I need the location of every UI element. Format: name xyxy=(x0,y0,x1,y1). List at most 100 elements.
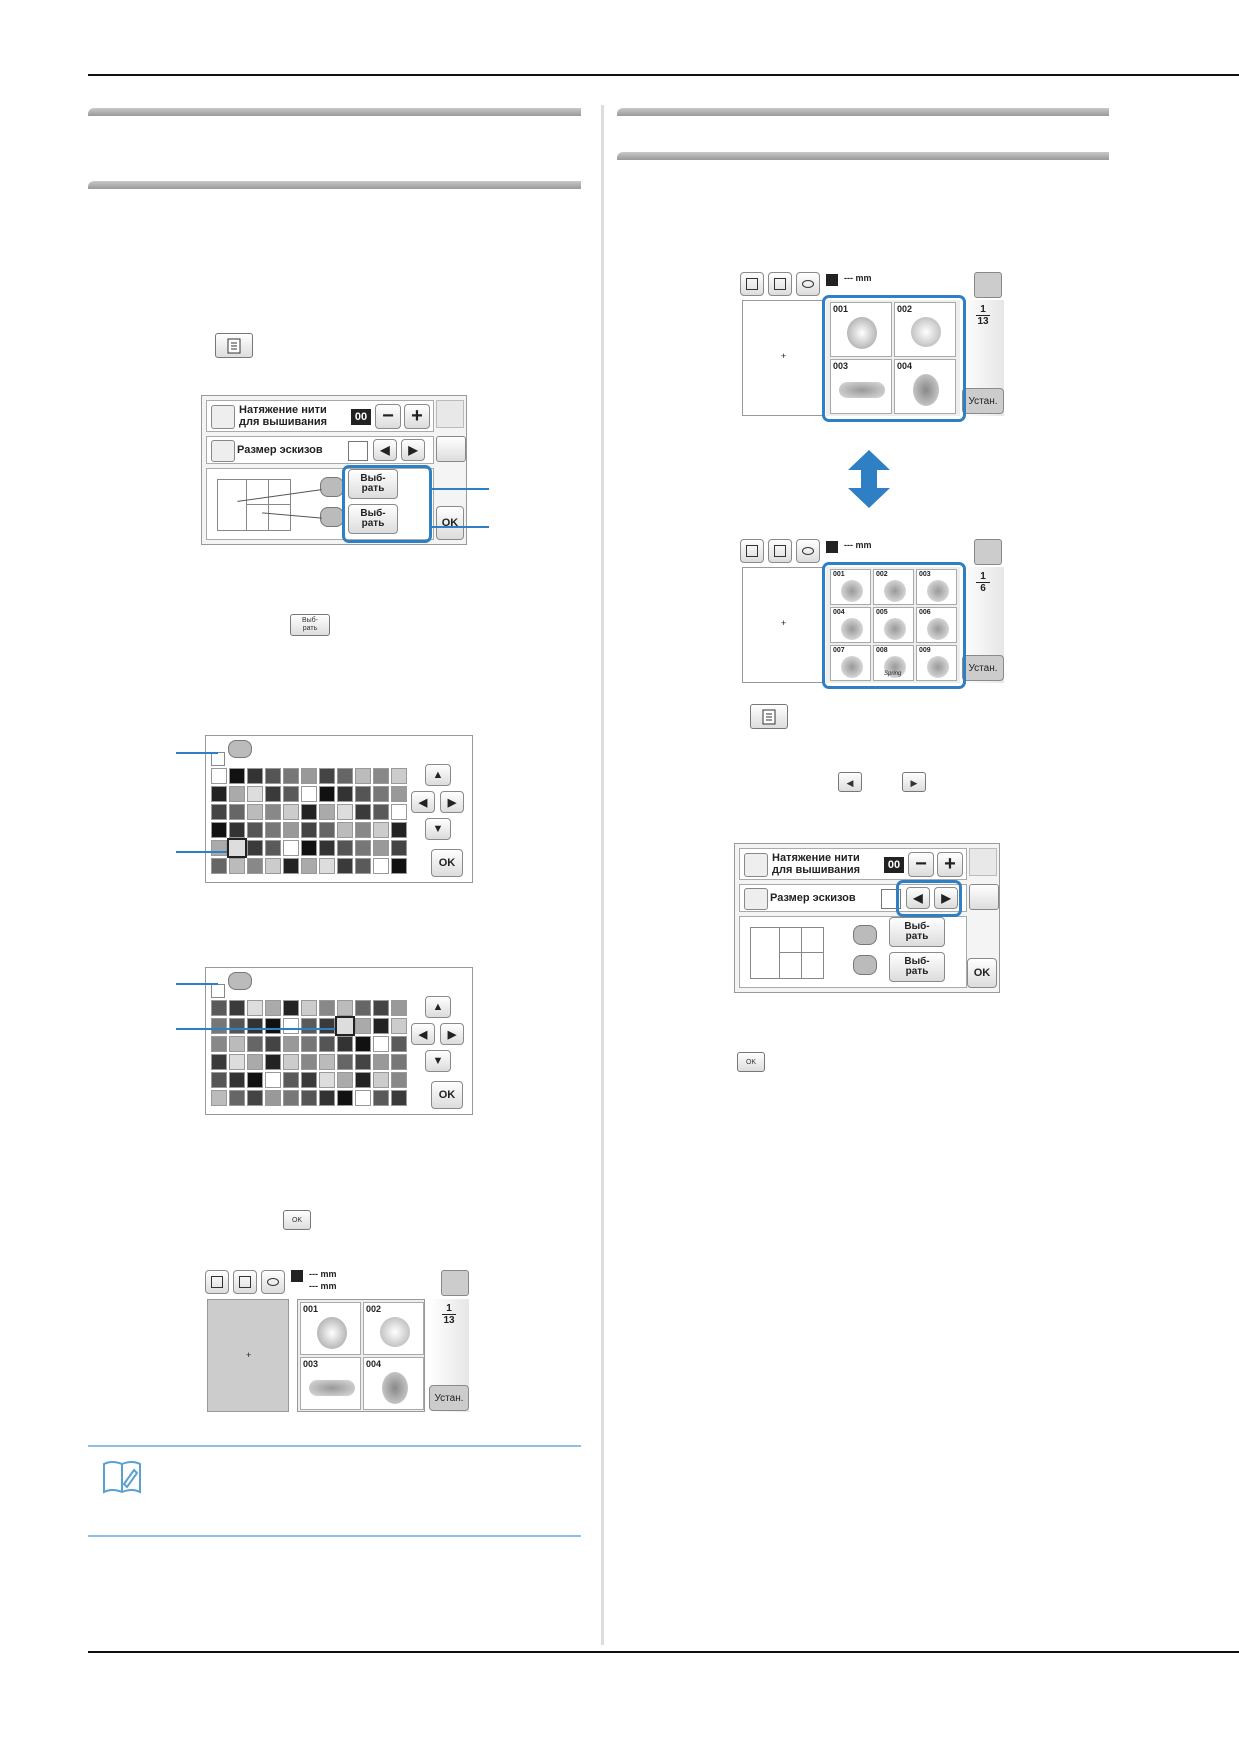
color-swatch[interactable] xyxy=(301,768,317,784)
embroidery-icon[interactable] xyxy=(974,272,1002,298)
scroll-down-button[interactable]: ▼ xyxy=(425,818,451,840)
color-swatch[interactable] xyxy=(265,1072,281,1088)
color-swatch[interactable] xyxy=(391,1018,407,1034)
color-swatch[interactable] xyxy=(283,1090,299,1106)
color-swatch[interactable] xyxy=(373,1054,389,1070)
color-swatch[interactable] xyxy=(355,822,371,838)
select-grid-button[interactable]: Выб- рать xyxy=(889,952,945,982)
pattern-thumb[interactable]: 005 xyxy=(873,607,914,643)
color-swatch[interactable] xyxy=(247,858,263,874)
color-swatch[interactable] xyxy=(247,804,263,820)
color-swatch[interactable] xyxy=(373,1090,389,1106)
color-swatch[interactable] xyxy=(337,840,353,856)
color-swatch[interactable] xyxy=(391,804,407,820)
color-swatch[interactable] xyxy=(229,1036,245,1052)
color-swatch[interactable] xyxy=(247,1054,263,1070)
frame-button[interactable] xyxy=(740,539,764,563)
color-swatch[interactable] xyxy=(265,1090,281,1106)
set-button[interactable]: Устан. xyxy=(962,655,1004,681)
color-swatch[interactable] xyxy=(355,1072,371,1088)
color-swatch[interactable] xyxy=(229,822,245,838)
color-swatch[interactable] xyxy=(337,768,353,784)
pattern-thumb[interactable]: 003 xyxy=(830,359,892,414)
color-swatch[interactable] xyxy=(211,786,227,802)
color-swatch[interactable] xyxy=(211,1036,227,1052)
tension-plus-button[interactable]: + xyxy=(937,852,963,877)
color-swatch[interactable] xyxy=(229,1072,245,1088)
list-icon-button[interactable] xyxy=(750,704,788,729)
color-swatch[interactable] xyxy=(355,840,371,856)
scroll-left-button[interactable]: ◀ xyxy=(411,1023,435,1045)
color-swatch[interactable] xyxy=(337,804,353,820)
color-swatch[interactable] xyxy=(229,1018,245,1034)
color-swatch[interactable] xyxy=(229,858,245,874)
select-frame-button[interactable]: Выб- рать xyxy=(889,917,945,947)
pattern-thumb[interactable]: 001 xyxy=(830,302,892,357)
pattern-thumb[interactable]: 002 xyxy=(363,1302,424,1355)
pattern-thumb[interactable]: 004 xyxy=(894,359,956,414)
color-swatch[interactable] xyxy=(265,1054,281,1070)
color-swatch[interactable] xyxy=(355,858,371,874)
color-swatch[interactable] xyxy=(265,768,281,784)
color-swatch[interactable] xyxy=(355,768,371,784)
select-inline-button[interactable]: Выб- рать xyxy=(290,614,330,636)
select-grid-button[interactable]: Выб- рать xyxy=(348,504,398,534)
color-swatch[interactable] xyxy=(373,768,389,784)
color-swatch[interactable] xyxy=(319,804,335,820)
color-swatch[interactable] xyxy=(229,768,245,784)
color-swatch[interactable] xyxy=(319,1036,335,1052)
pattern-thumb[interactable]: 002 xyxy=(894,302,956,357)
color-swatch[interactable] xyxy=(319,1072,335,1088)
color-swatch[interactable] xyxy=(391,786,407,802)
color-swatch[interactable] xyxy=(265,858,281,874)
thumb-size-right-button[interactable]: ▶ xyxy=(934,887,958,909)
color-swatch[interactable] xyxy=(247,822,263,838)
color-swatch[interactable] xyxy=(247,768,263,784)
color-swatch[interactable] xyxy=(283,768,299,784)
color-swatch[interactable] xyxy=(319,1018,335,1034)
set-button[interactable]: Устан. xyxy=(429,1385,469,1411)
color-swatch[interactable] xyxy=(373,858,389,874)
small-left-button[interactable]: ◀ xyxy=(838,772,862,792)
ok-button[interactable]: OK xyxy=(436,506,464,540)
color-swatch[interactable] xyxy=(319,786,335,802)
machine-icon[interactable] xyxy=(969,884,999,910)
color-swatch[interactable] xyxy=(391,1036,407,1052)
hoop-button[interactable] xyxy=(796,272,820,296)
pattern-thumb[interactable]: 004 xyxy=(363,1357,424,1410)
color-swatch[interactable] xyxy=(391,1090,407,1106)
color-swatch[interactable] xyxy=(355,1036,371,1052)
color-swatch[interactable] xyxy=(301,822,317,838)
color-swatch[interactable] xyxy=(337,1072,353,1088)
color-swatch[interactable] xyxy=(355,1000,371,1016)
color-swatch[interactable] xyxy=(229,1054,245,1070)
scroll-left-button[interactable]: ◀ xyxy=(411,791,435,813)
color-swatch[interactable] xyxy=(247,1036,263,1052)
color-swatch[interactable] xyxy=(337,1054,353,1070)
color-swatch[interactable] xyxy=(355,804,371,820)
color-swatch[interactable] xyxy=(229,804,245,820)
small-right-button[interactable]: ▶ xyxy=(902,772,926,792)
color-swatch[interactable] xyxy=(391,1072,407,1088)
color-swatch[interactable] xyxy=(319,768,335,784)
color-swatch[interactable] xyxy=(283,1072,299,1088)
color-swatch[interactable] xyxy=(283,1054,299,1070)
color-swatch[interactable] xyxy=(355,1054,371,1070)
color-swatch[interactable] xyxy=(301,1090,317,1106)
color-swatch[interactable] xyxy=(391,822,407,838)
set-button[interactable]: Устан. xyxy=(962,388,1004,414)
color-swatch[interactable] xyxy=(211,1072,227,1088)
color-swatch[interactable] xyxy=(265,786,281,802)
scroll-right-button[interactable]: ▶ xyxy=(440,1023,464,1045)
color-swatch[interactable] xyxy=(247,1018,263,1034)
color-swatch[interactable] xyxy=(301,786,317,802)
color-swatch[interactable] xyxy=(373,804,389,820)
thumb-size-left-button[interactable]: ◀ xyxy=(906,887,930,909)
color-swatch[interactable] xyxy=(391,840,407,856)
color-swatch[interactable] xyxy=(211,768,227,784)
color-swatch[interactable] xyxy=(283,804,299,820)
pattern-thumb[interactable]: 006 xyxy=(916,607,957,643)
color-swatch[interactable] xyxy=(319,1000,335,1016)
thumb-size-left-button[interactable]: ◀ xyxy=(373,439,397,461)
color-swatch[interactable] xyxy=(211,822,227,838)
